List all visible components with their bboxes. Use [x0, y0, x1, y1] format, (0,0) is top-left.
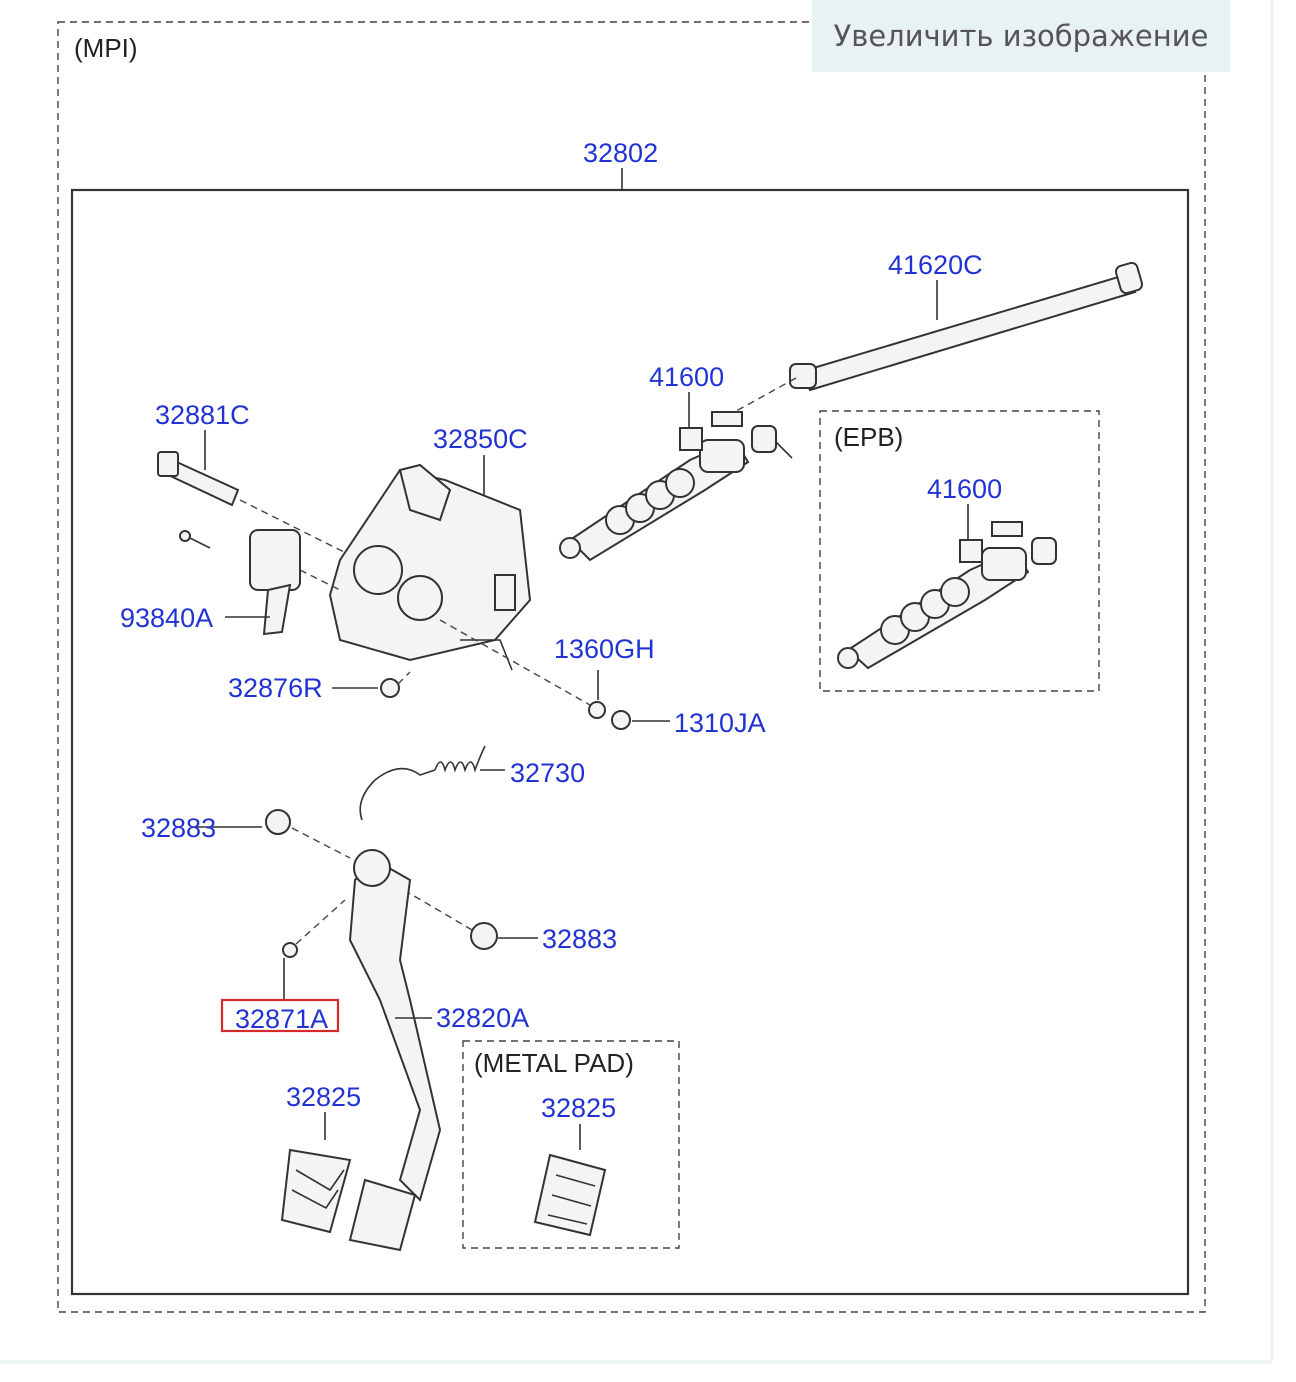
- metal-pad-dashed-box: [462, 1040, 680, 1249]
- pedal-pad-32825-drawing: [280, 1112, 352, 1234]
- label-93840a[interactable]: 93840A: [120, 603, 213, 633]
- metal-pad-label: (METAL PAD): [474, 1048, 634, 1078]
- bracket-32850c-drawing: [328, 455, 532, 671]
- zoom-image-button[interactable]: Увеличить изображение: [812, 0, 1230, 72]
- tube-41620c-drawing: [719, 261, 1144, 421]
- stopper-32876r-drawing: [332, 671, 411, 698]
- label-32730[interactable]: 32730: [510, 758, 585, 788]
- label-41600-epb[interactable]: 41600: [927, 474, 1002, 504]
- switch-93840a-drawing: [179, 529, 341, 636]
- bolt-32881c-drawing: [157, 430, 361, 561]
- bottom-edge: [0, 1360, 1272, 1364]
- cylinder-41600-epb-drawing: [837, 504, 1057, 670]
- label-32871a[interactable]: 32871A: [235, 1004, 328, 1034]
- label-32802[interactable]: 32802: [583, 138, 658, 168]
- metal-pad-32825-drawing: [533, 1124, 607, 1237]
- epb-label: (EPB): [834, 422, 903, 452]
- label-32825-metal[interactable]: 32825: [541, 1093, 616, 1123]
- label-32820a[interactable]: 32820A: [436, 1003, 529, 1033]
- highlight-32871a: [220, 998, 340, 1033]
- label-1310ja[interactable]: 1310JA: [674, 708, 766, 738]
- mpi-dashed-frame: [57, 21, 1206, 1313]
- label-1360gh[interactable]: 1360GH: [554, 634, 655, 664]
- mpi-label: (MPI): [74, 33, 138, 63]
- label-32850c[interactable]: 32850C: [433, 424, 528, 454]
- clip-32871a-drawing: [282, 899, 346, 1000]
- label-32883-left[interactable]: 32883: [141, 813, 216, 843]
- label-32883-right[interactable]: 32883: [542, 924, 617, 954]
- spring-32730-drawing: [359, 745, 505, 821]
- epb-dashed-box: [819, 410, 1100, 692]
- label-32881c[interactable]: 32881C: [155, 400, 250, 430]
- washer-nut-drawing: [439, 619, 670, 730]
- pedal-arm-32820a-drawing: [348, 849, 442, 1252]
- assembly-box: [70, 188, 1190, 1296]
- label-41620c[interactable]: 41620C: [888, 250, 983, 280]
- bushings-32883-drawing: [196, 809, 538, 950]
- cylinder-41600-drawing: [559, 392, 793, 562]
- label-32825[interactable]: 32825: [286, 1082, 361, 1112]
- right-edge: [1270, 0, 1274, 1360]
- label-41600[interactable]: 41600: [649, 362, 724, 392]
- label-32876r[interactable]: 32876R: [228, 673, 323, 703]
